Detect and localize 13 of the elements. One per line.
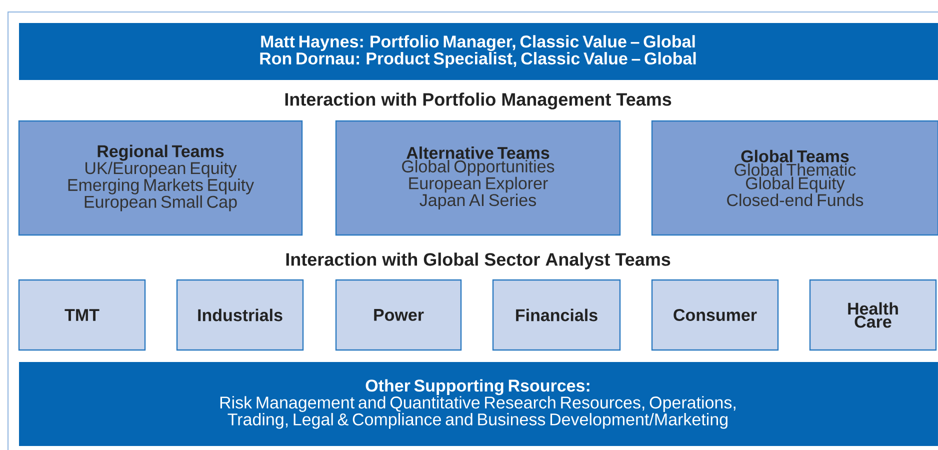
team-box: Regional Teams UK/European Equity Emerging Markets Equity European Small Cap — [18, 120, 303, 236]
sector-box: Health Care — [809, 279, 937, 351]
team-box: Global Teams Global Thematic Global Equity Closed-end Funds — [651, 120, 938, 236]
section-heading: Interaction with Global Sector Analyst Teams — [286, 252, 670, 270]
section-heading: Interaction with Portfolio Management Teams — [285, 92, 672, 110]
sector-box: TMT — [18, 279, 146, 351]
sector-box: Power — [335, 279, 462, 351]
sector-box: Consumer — [651, 279, 779, 351]
resources-band: Other Supporting Rsources: Risk Management and Quantitative Research Resources, Operations, Trading, Legal & Compliance and Business Development/Marketing — [19, 362, 938, 446]
sector-box: Industrials — [176, 279, 304, 351]
header-band: Matt Haynes: Portfolio Manager, Classic Value – Global Ron Dornau: Product Specialist, Classic Value – Global — [19, 23, 938, 80]
team-box: Alternative Teams Global Opportunities European Explorer Japan AI Series — [335, 120, 621, 236]
sector-box: Financials — [492, 279, 621, 351]
